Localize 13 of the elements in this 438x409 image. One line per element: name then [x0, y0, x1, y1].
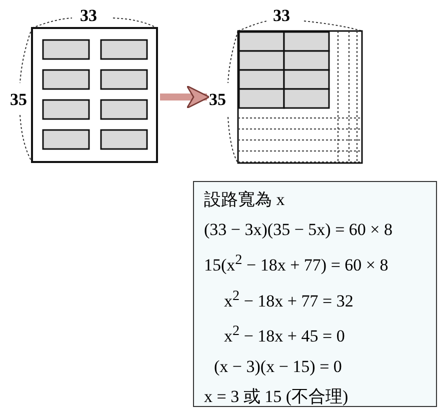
dimension-label: 33: [273, 7, 290, 24]
equation-text: 15(x$^{2}$ − 18x + 77) = 60 × 8: [204, 251, 390, 276]
dimension-label: 35: [209, 91, 226, 108]
equation-text: x$^{2}$ − 18x + 77 = 32: [223, 286, 354, 312]
dimension-label: 35: [10, 91, 27, 108]
equation-text: (x − 3)(x − 15) = 0: [213, 356, 343, 377]
equation-text: x$^{2}$ − 18x + 45 = 0: [223, 322, 346, 347]
equation-text: 設路寬為 x: [204, 190, 286, 210]
equation-text: x = 3 或 15 (不合理): [204, 386, 350, 407]
solution-box: [193, 181, 437, 407]
arrow: [160, 85, 210, 109]
dimension-label: 33: [80, 7, 97, 24]
equation-text: (33 − 3x)(35 − 5x) = 60 × 8: [204, 220, 394, 240]
